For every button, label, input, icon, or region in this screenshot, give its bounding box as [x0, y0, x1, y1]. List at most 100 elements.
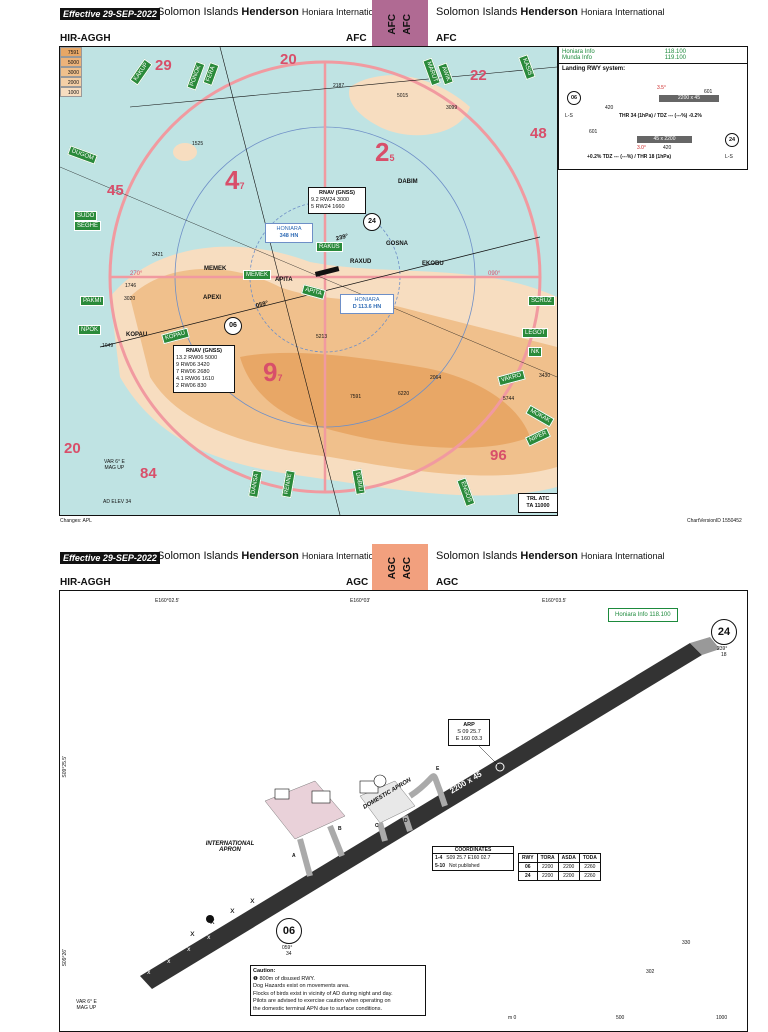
tab2-code-1: AGC — [387, 556, 398, 580]
wpt-gosna[interactable]: GOSNA — [386, 241, 409, 247]
coords-row-1-id: 5-10 — [435, 863, 446, 869]
arp-lat: S 09 25.7 — [457, 729, 481, 735]
lat-label-1: S09°26' — [62, 949, 68, 967]
wpt-apita[interactable]: APITA — [275, 277, 293, 283]
airway-2 — [129, 66, 557, 108]
coord-top-2: E160°03.5' — [542, 598, 567, 604]
wpt-kopau[interactable]: KOPAU — [126, 332, 148, 338]
taxiway-a — [297, 838, 313, 877]
ls-rwy-bar-1: 2200 x 45 — [659, 95, 719, 102]
vor-name: HONIARA — [354, 297, 380, 303]
dist-r0-c0: 06 — [518, 862, 538, 872]
comm-row-1[interactable]: Munda Info 119.100 — [562, 55, 744, 61]
reporting-pakmi[interactable]: PAKMI — [80, 296, 105, 306]
comms-list: Honiara Info 118.100 Munda Info 119.100 — [559, 47, 747, 64]
coords-table: COORDINATES 1-4 S09 25.7 E160 02.7 5-10 … — [432, 846, 514, 871]
sector-alt-6: 25 — [375, 137, 395, 167]
rwy06-marker[interactable]: 06 — [224, 317, 242, 335]
comm-name-1: Munda Info — [562, 55, 593, 61]
terrain-legend: 7591 5000 3000 2000 1000 — [60, 47, 82, 97]
twy-a: A — [292, 853, 296, 859]
rwy24-circle[interactable]: 24 — [711, 619, 737, 645]
comm-row-0[interactable]: Honiara Info 118.100 — [562, 49, 744, 55]
sector-alt-5: 47 — [225, 165, 245, 195]
twy-b: B — [338, 826, 342, 832]
spot-elev-1: 302 — [646, 969, 655, 975]
twy-c: C — [375, 823, 379, 829]
sector-alt-4: 45 — [107, 182, 124, 199]
building-3 — [359, 780, 379, 794]
rnav06-box: RNAV (GNSS) 13.2 RW06 5000 9 RW06 3420 7… — [173, 345, 235, 393]
honiara-info-box[interactable]: Honiara Info 118.100 — [608, 608, 678, 622]
rnav24-title: RNAV (GNSS) — [319, 190, 355, 196]
legend-3: 2000 — [60, 77, 82, 87]
title-airport: Honiara International — [301, 7, 386, 17]
taxiway-b — [327, 824, 345, 858]
chart-title-left: Solomon Islands Henderson Honiara Intern… — [157, 6, 385, 18]
reporting-memek[interactable]: MEMEK — [243, 270, 272, 280]
coords-row-1-val: Not published — [449, 863, 480, 869]
table-row: 24 2200 2200 2260 — [518, 871, 601, 881]
reporting-npok[interactable]: NPOK — [78, 325, 102, 335]
dist-head-0: RWY — [518, 853, 538, 863]
title-country-r: Solomon Islands — [436, 6, 518, 18]
dist-r1-c1: 2200 — [536, 871, 559, 881]
ls-glide-1: 3.5° — [657, 85, 666, 91]
trl: TRL ATC — [526, 496, 550, 502]
dist-r0-c3: 2260 — [578, 862, 601, 872]
tab-code-2: AFC — [402, 13, 413, 35]
runway — [140, 643, 702, 989]
wpt-ekobu[interactable]: EKOBU — [422, 261, 444, 267]
icao-code: HIR-AGGH — [60, 33, 111, 44]
reporting-rakus[interactable]: RAKUS — [316, 242, 343, 252]
chart-changes: Changes: APL — [60, 518, 92, 524]
map-graphic — [60, 47, 557, 515]
reporting-legot[interactable]: LEGOT — [522, 328, 549, 338]
ls-rwy06-circle: 06 — [567, 91, 581, 105]
legend-1: 5000 — [60, 57, 82, 67]
arp-marker — [495, 762, 505, 772]
ndb-box: HONIARA 348 HN — [265, 223, 313, 243]
title2-city: Henderson — [241, 550, 299, 562]
ls-thr34: THR 34 (1hPa) / TDZ --- (---%) -0.2% — [619, 113, 702, 119]
caution-line-0: ❶ 800m of disused RWY. — [253, 975, 315, 982]
reporting-scruz[interactable]: SCRUZ — [528, 296, 555, 306]
rwy06-circle[interactable]: 06 — [276, 918, 302, 944]
mag-up-2: MAG UP — [76, 1005, 97, 1011]
caution-line-2: Flocks of birds exist in vicinity of AD … — [253, 990, 393, 997]
wpt-apexi[interactable]: APEXI — [203, 295, 222, 301]
chart-type-tab: AFC AFC — [372, 0, 428, 48]
dist-r0-c1: 2200 — [536, 862, 559, 872]
reporting-nk[interactable]: NK — [528, 347, 543, 357]
reporting-sudo[interactable]: SUDO — [74, 211, 98, 221]
title-airport-r: Honiara International — [580, 7, 665, 17]
vor-ident: D 113.6 HN — [352, 304, 382, 310]
wpt-dabim[interactable]: DABIM — [398, 179, 418, 185]
reporting-seghe[interactable]: SEGHE — [74, 221, 102, 231]
intl-apron-label: INTERNATIONAL APRON — [205, 841, 255, 853]
wpt-raxud[interactable]: RAXUD — [350, 259, 372, 265]
island-north — [349, 75, 470, 136]
caution-line-3: Pilots are advised to exercise caution w… — [253, 998, 391, 1004]
ls-thr18: +0.2% TDZ --- (---%) / THR 18 (1hPa) — [587, 154, 672, 160]
ndb-name: HONIARA — [276, 226, 302, 232]
caution-title: Caution: — [253, 968, 276, 974]
title2-country-r: Solomon Islands — [436, 550, 518, 562]
title-city: Henderson — [241, 6, 299, 18]
chart2-code-left: AGC — [346, 577, 369, 588]
chart-code-left: AFC — [346, 33, 367, 44]
title2-city-r: Henderson — [520, 550, 578, 562]
arp-title: ARP — [463, 722, 475, 728]
islet — [173, 143, 197, 161]
elev-4: 1049 — [102, 343, 114, 349]
title2-country: Solomon Islands — [157, 550, 239, 562]
coords-row-0-id: 1-4 — [435, 855, 443, 861]
runway-symbol — [314, 266, 340, 277]
wpt-memek[interactable]: MEMEK — [204, 266, 227, 272]
mag-up: MAG UP — [104, 465, 125, 471]
sector-alt-2: 20 — [280, 51, 297, 68]
legend-2: 3000 — [60, 67, 82, 77]
elev-9: 5744 — [503, 396, 515, 402]
rwy24-marker[interactable]: 24 — [363, 213, 381, 231]
ls-ls-2: L-S — [725, 154, 733, 160]
